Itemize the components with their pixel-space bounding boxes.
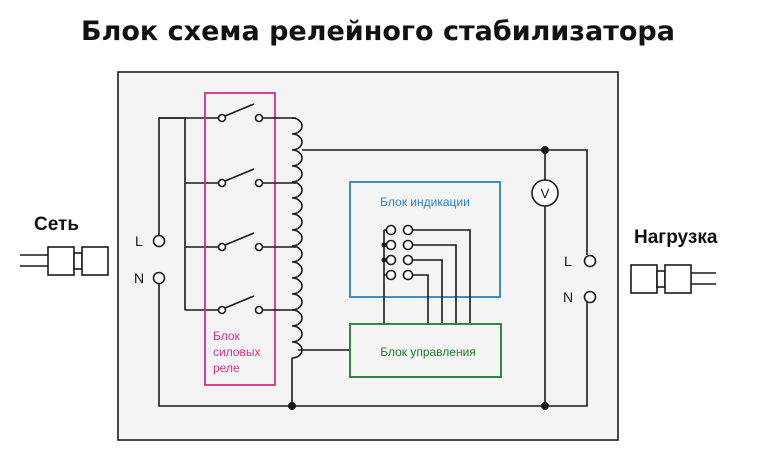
indicator-2	[385, 239, 397, 251]
relay-block	[204, 92, 276, 386]
input-label: Сеть	[34, 214, 79, 235]
indicator-3	[385, 254, 397, 266]
relay-switch-1	[217, 103, 296, 123]
indicator-4	[385, 269, 397, 281]
input-l-label: L	[135, 233, 143, 249]
input-l-terminal	[152, 234, 166, 248]
input-n-terminal	[152, 271, 166, 285]
output-label: Нагрузка	[634, 227, 718, 248]
output-l-terminal	[583, 254, 597, 268]
indicator-1	[385, 224, 397, 236]
line-bus-wire-2	[159, 117, 186, 310]
diagram-title: Блок схема релейного стабилизатора	[81, 16, 675, 47]
input-n-label: N	[134, 270, 144, 286]
indication-block	[349, 181, 501, 298]
output-l-label: L	[564, 253, 572, 269]
output-line-wire	[302, 149, 588, 255]
stabilizer-enclosure	[117, 71, 619, 441]
output-n-label: N	[563, 289, 573, 305]
neutral-wire	[158, 283, 588, 407]
output-plug-icon	[630, 264, 716, 294]
input-plug-icon	[20, 246, 109, 276]
autotransformer-coil	[291, 117, 303, 359]
control-block-label: Блок управления	[380, 345, 476, 359]
voltmeter-label: V	[541, 186, 550, 201]
relay-block-label-3: реле	[213, 361, 240, 375]
relay-block-label-1: Блок	[213, 329, 241, 343]
relay-switch-3	[217, 232, 296, 252]
output-n-terminal	[583, 290, 597, 304]
relay-switch-2	[217, 168, 296, 188]
indication-block-label: Блок индикации	[380, 195, 470, 209]
control-block	[349, 323, 502, 378]
relay-switch-4	[217, 295, 296, 315]
indicator-lamps	[381, 224, 471, 324]
relay-block-label-2: силовых	[213, 345, 261, 359]
